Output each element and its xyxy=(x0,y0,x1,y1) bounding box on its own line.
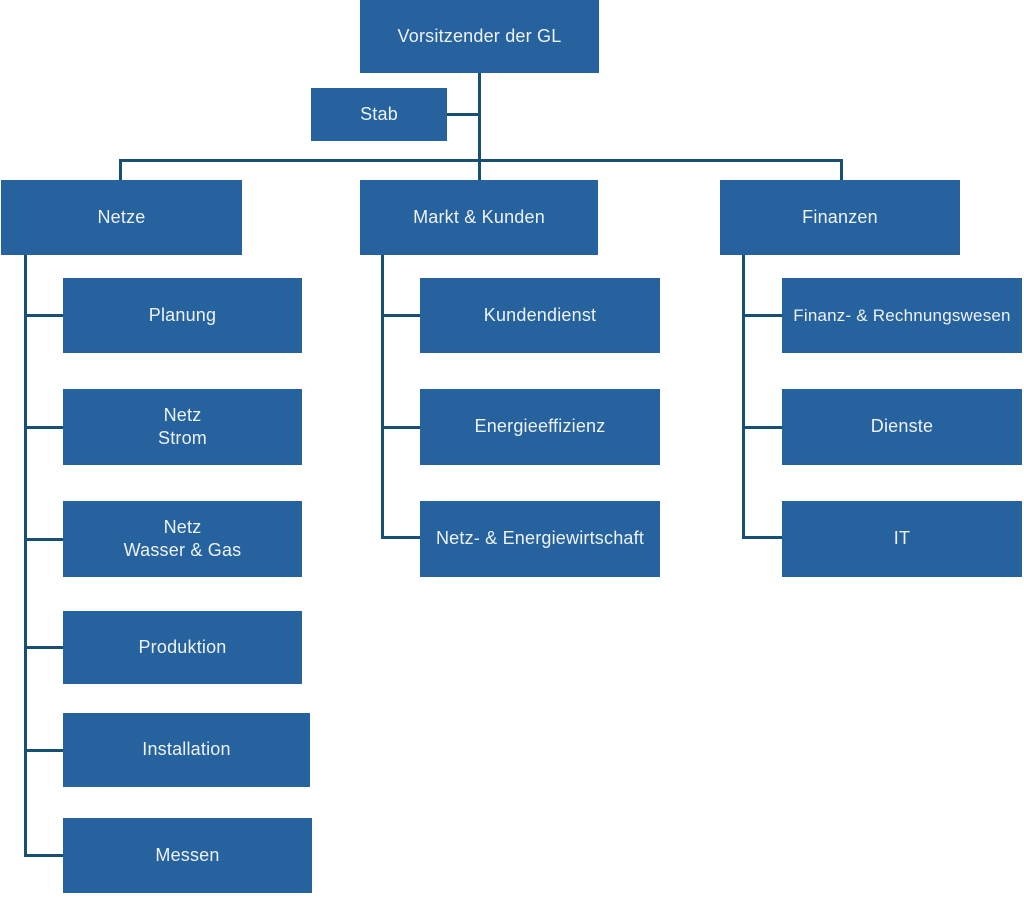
stub-netz-wasser-gas xyxy=(24,538,63,541)
child-box-messen: Messen xyxy=(63,818,312,893)
child-box-installation: Installation xyxy=(63,713,310,787)
child-box-netz-wasser-gas: Netz Wasser & Gas xyxy=(63,501,302,577)
child-box-energieeffizienz: Energieeffizienz xyxy=(420,389,660,465)
trunk-netze xyxy=(24,255,27,857)
department-box-markt-kunden: Markt & Kunden xyxy=(360,180,598,255)
department-box-finanzen: Finanzen xyxy=(720,180,960,255)
connector-distribution-bar xyxy=(119,159,843,162)
stub-finanz-rechnungswesen xyxy=(742,314,782,317)
connector-drop-netze xyxy=(119,159,122,181)
stub-kundendienst xyxy=(381,314,420,317)
stab-box: Stab xyxy=(311,88,447,141)
stub-netz-energiewirtschaft xyxy=(381,536,420,539)
trunk-markt-kunden xyxy=(381,255,384,539)
stub-energieeffizienz xyxy=(381,426,420,429)
department-box-netze: Netze xyxy=(1,180,242,255)
child-box-planung: Planung xyxy=(63,278,302,353)
child-box-it: IT xyxy=(782,501,1022,577)
stub-installation xyxy=(24,749,63,752)
child-box-produktion: Produktion xyxy=(63,611,302,684)
child-box-netz-energiewirtschaft: Netz- & Energiewirtschaft xyxy=(420,501,660,577)
connector-root-vertical xyxy=(478,73,481,180)
child-box-dienste: Dienste xyxy=(782,389,1022,465)
trunk-finanzen xyxy=(742,255,745,539)
child-box-finanz-rechnungswesen: Finanz- & Rechnungswesen xyxy=(782,278,1022,353)
stub-netz-strom xyxy=(24,426,63,429)
root-box-vorsitzender: Vorsitzender der GL xyxy=(360,0,599,73)
connector-drop-finanzen xyxy=(840,159,843,181)
child-box-netz-strom: Netz Strom xyxy=(63,389,302,465)
child-box-kundendienst: Kundendienst xyxy=(420,278,660,353)
stub-planung xyxy=(24,314,63,317)
connector-stab-stub xyxy=(447,113,481,116)
stub-it xyxy=(742,536,782,539)
stub-messen xyxy=(24,854,63,857)
stub-produktion xyxy=(24,646,63,649)
stub-dienste xyxy=(742,426,782,429)
